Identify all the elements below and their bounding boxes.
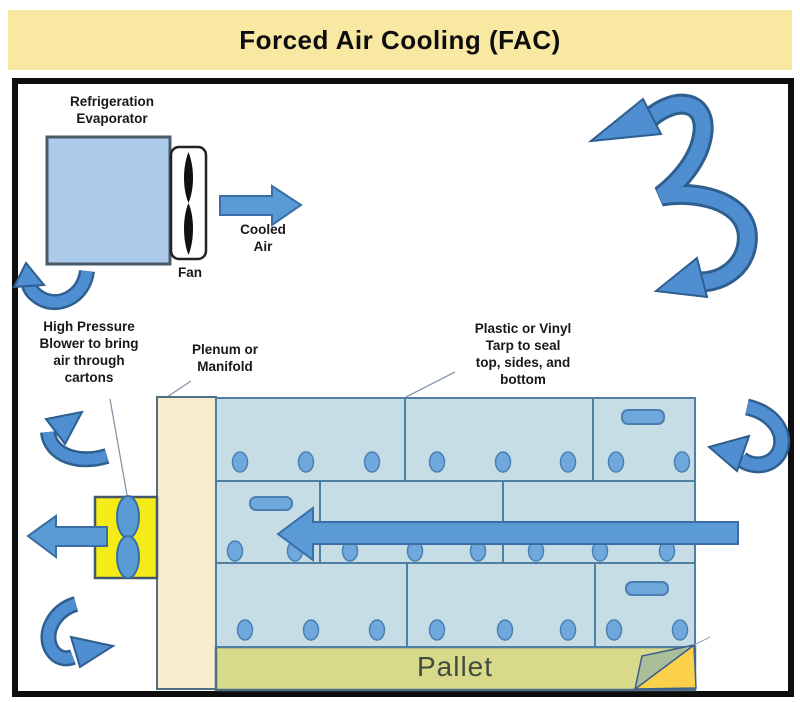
title-bar: Forced Air Cooling (FAC): [8, 10, 792, 70]
label-tarp: Plastic or Vinyl Tarp to seal top, sides…: [474, 321, 572, 387]
curved-arrow-bottom-left: [40, 596, 116, 669]
label-high-pressure-blower: High Pressure Blower to bring air throug…: [39, 319, 139, 385]
vent-hole: [368, 619, 386, 641]
label-fan: Fan: [177, 265, 202, 280]
vent-hole: [231, 451, 249, 473]
label-plenum-manifold: Plenum or Manifold: [191, 342, 258, 374]
vent-hole: [363, 451, 381, 473]
leader-line-tarp: [405, 371, 456, 398]
curved-arrow-left-middle: [40, 410, 110, 468]
carton-handles: [249, 409, 669, 596]
tarp-flap: [633, 644, 695, 691]
circulation-arrow-top-right: [587, 93, 758, 299]
label-refrigeration-evaporator: Refrigeration Evaporator: [69, 94, 154, 126]
vent-hole: [428, 451, 446, 473]
blower-blades-icon: [116, 495, 140, 579]
vent-hole: [559, 451, 577, 473]
vent-hole: [494, 451, 512, 473]
label-pallet: Pallet: [416, 651, 494, 682]
vent-hole: [605, 619, 623, 641]
vent-hole: [496, 619, 514, 641]
carton-handle: [249, 496, 293, 511]
page-title: Forced Air Cooling (FAC): [239, 24, 561, 55]
carton-handle: [625, 581, 669, 596]
curved-arrow-under-evaporator: [12, 261, 95, 311]
vent-hole: [559, 619, 577, 641]
evaporator-box: [45, 135, 172, 266]
leader-line-blower: [109, 398, 128, 496]
vent-hole: [236, 619, 254, 641]
label-cooled-air: Cooled Air: [240, 222, 286, 254]
vent-hole: [428, 619, 446, 641]
vent-hole: [226, 540, 244, 562]
leader-line-plenum: [166, 380, 192, 398]
airflow-through-cartons-arrow: [276, 506, 739, 562]
vent-hole: [607, 451, 625, 473]
vent-holes: [226, 451, 691, 641]
blower-exhaust-arrow: [26, 514, 108, 559]
cooled-air-arrow: [219, 184, 303, 227]
curved-arrow-right: [706, 398, 791, 474]
vent-hole: [302, 619, 320, 641]
vent-hole: [671, 619, 689, 641]
vent-hole: [673, 451, 691, 473]
tarp-fold-line: [693, 636, 711, 646]
vent-hole: [297, 451, 315, 473]
plenum-column: [156, 396, 217, 690]
fan-blades-icon: [184, 152, 193, 255]
carton-handle: [621, 409, 665, 425]
